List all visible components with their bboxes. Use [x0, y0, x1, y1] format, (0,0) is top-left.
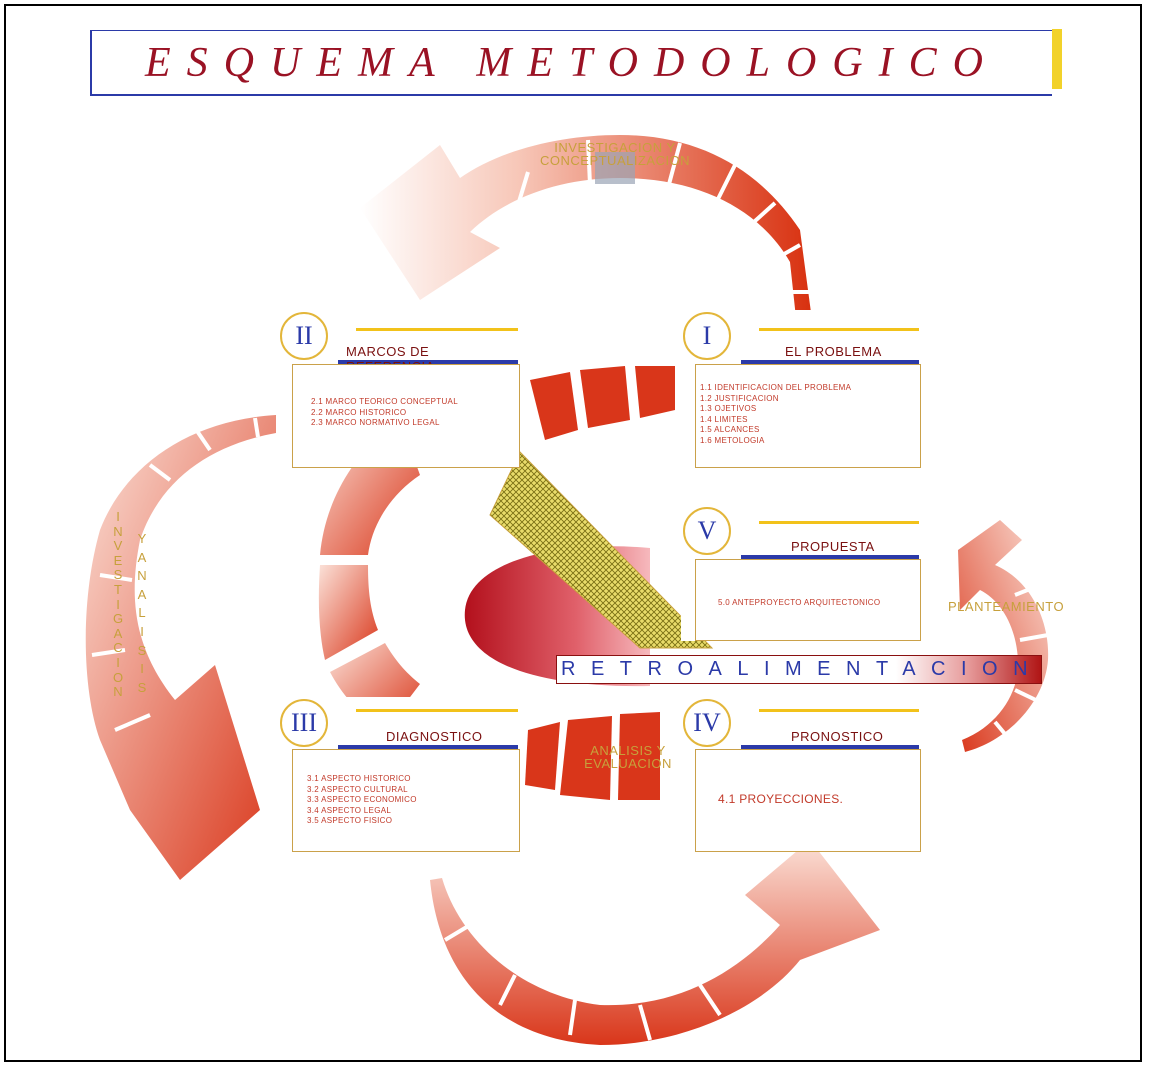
header-line-yellow: [356, 328, 518, 331]
box-propuesta: V PROPUESTA 5.0 ANTEPROYECTO ARQUITECTON…: [681, 505, 921, 641]
header-line-yellow: [759, 521, 919, 524]
box-title: EL PROBLEMA: [785, 344, 882, 359]
box-diagnostico: III DIAGNOSTICO 3.1 ASPECTO HISTORICO 3.…: [278, 697, 520, 852]
box-title: PROPUESTA: [791, 539, 875, 554]
box-numeral: II: [280, 312, 328, 360]
header-line-yellow: [759, 709, 919, 712]
box-numeral: IV: [683, 699, 731, 747]
header-line-blue: [338, 360, 518, 364]
box-numeral: I: [683, 312, 731, 360]
cycle-label-bottom: ANALISIS Y EVALUACION: [578, 744, 678, 770]
box-content: 3.1 ASPECTO HISTORICO 3.2 ASPECTO CULTUR…: [292, 749, 520, 852]
cycle-label-top: INVESTIGACION Y CONCEPTUALIZACION: [540, 141, 690, 167]
box-items: 3.1 ASPECTO HISTORICO 3.2 ASPECTO CULTUR…: [307, 774, 417, 826]
box-el-problema: I EL PROBLEMA 1.1 IDENTIFICACION DEL PRO…: [681, 310, 921, 470]
header-line-yellow: [356, 709, 518, 712]
feedback-bar: RETROALIMENTACION: [556, 655, 1042, 684]
top-cycle-arc: [360, 135, 812, 320]
box-content: 1.1 IDENTIFICACION DEL PROBLEMA 1.2 JUST…: [695, 364, 921, 468]
cycle-label-bottom-line2: EVALUACION: [584, 756, 672, 771]
header-line-blue: [741, 745, 919, 749]
box-content: 4.1 PROYECCIONES.: [695, 749, 921, 852]
box-content: 5.0 ANTEPROYECTO ARQUITECTONICO: [695, 559, 921, 641]
left-cycle-arc: [85, 415, 276, 880]
title-banner: ESQUEMA METODOLOGICO: [90, 29, 1062, 96]
box-items: 2.1 MARCO TEORICO CONCEPTUAL 2.2 MARCO H…: [311, 397, 458, 428]
cycle-label-top-line1: INVESTIGACION Y: [554, 140, 676, 155]
page-title: ESQUEMA METODOLOGICO: [145, 40, 999, 86]
box-items: 1.1 IDENTIFICACION DEL PROBLEMA 1.2 JUST…: [700, 383, 852, 445]
header-line-blue: [741, 360, 919, 364]
header-line-blue: [338, 745, 518, 749]
box-numeral: V: [683, 507, 731, 555]
box-items: 5.0 ANTEPROYECTO ARQUITECTONICO: [718, 598, 881, 607]
right-cycle-arc: [958, 520, 1049, 752]
header-line-yellow: [759, 328, 919, 331]
box-title: PRONOSTICO: [791, 729, 884, 744]
box-title: DIAGNOSTICO: [386, 729, 483, 744]
hatched-beam: [489, 451, 714, 649]
cycle-label-bottom-line1: ANALISIS Y: [590, 743, 666, 758]
box-items: 4.1 PROYECCIONES.: [718, 792, 844, 806]
cycle-label-right: PLANTEAMIENTO: [948, 599, 1065, 614]
box-marcos-de-referencia: II MARCOS DE REFERENCIA 2.1 MARCO TEORIC…: [278, 310, 520, 468]
header-line-blue: [741, 555, 919, 559]
bottom-cycle-arc: [430, 840, 880, 1045]
cycle-label-top-line2: CONCEPTUALIZACION: [540, 153, 691, 168]
box-pronostico: IV PRONOSTICO 4.1 PROYECCIONES.: [681, 697, 921, 852]
box-content: 2.1 MARCO TEORICO CONCEPTUAL 2.2 MARCO H…: [292, 364, 520, 468]
box-numeral: III: [280, 699, 328, 747]
feedback-label: RETROALIMENTACION: [561, 658, 1044, 680]
